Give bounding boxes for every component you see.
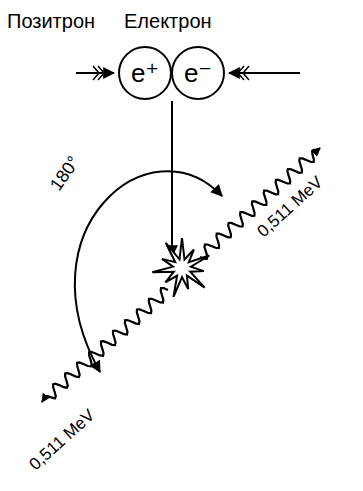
- incoming-arrow-right: [229, 66, 300, 80]
- particle-name: Електрон: [124, 10, 212, 32]
- gamma-photon: [42, 288, 168, 402]
- particle-symbol: e⁻: [184, 60, 212, 86]
- energy-label: 0,511 MeV: [26, 406, 99, 474]
- particle-symbol: e⁺: [131, 60, 159, 86]
- angle-label: 180°: [47, 153, 85, 195]
- particle-name: Позитрон: [7, 10, 95, 32]
- angle-arc: [75, 171, 222, 372]
- particle-circle: Електронe⁻: [171, 46, 225, 100]
- particle-circle: Позитронe⁺: [118, 46, 172, 100]
- motion-arrow: [171, 101, 173, 256]
- incoming-arrow-left: [76, 66, 114, 80]
